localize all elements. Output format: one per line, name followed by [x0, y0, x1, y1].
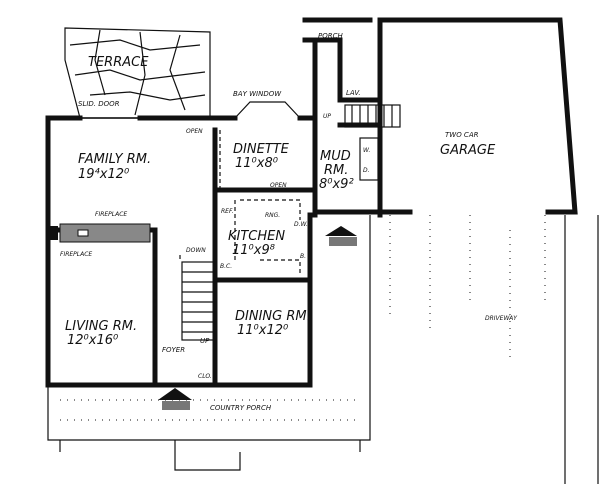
broom-closet-label: B.C. — [220, 263, 232, 270]
refrigerator-label: REF. — [221, 208, 234, 215]
living-room-size: 12⁰x16⁰ — [67, 333, 119, 348]
terrace-label: TERRACE — [88, 55, 149, 70]
foyer-label: FOYER — [162, 346, 185, 354]
mud-stairs[interactable] — [344, 104, 401, 128]
slid-door-label: SLID. DOOR — [78, 100, 120, 108]
country-porch — [47, 215, 371, 452]
kitchen-counters — [154, 130, 301, 385]
staircase[interactable] — [181, 261, 215, 341]
fireplace-label-living: FIREPLACE — [60, 251, 92, 258]
stair-up-label: UP — [200, 337, 210, 345]
range-label: RNG. — [265, 212, 280, 219]
side-entry-arrow — [325, 226, 357, 246]
mud-room-label-2: RM. — [324, 163, 348, 178]
sink-label: B. — [300, 253, 306, 260]
driveway-label: DRIVEWAY — [485, 315, 518, 322]
country-porch-label: COUNTRY PORCH — [210, 404, 272, 412]
open-label-kitchen: OPEN — [270, 182, 287, 189]
dinette-size: 11⁰x8⁰ — [235, 156, 279, 171]
mud-room-label-1: MUD — [320, 149, 351, 164]
porch-label: PORCH — [318, 32, 343, 40]
open-label-dinette: OPEN — [186, 128, 203, 135]
bay-window-label: BAY WINDOW — [233, 90, 282, 98]
driveway — [564, 215, 599, 484]
kitchen-size: 11⁰x9⁸ — [232, 243, 275, 258]
garage-label-1: TWO CAR — [445, 131, 479, 139]
chimney — [50, 226, 58, 240]
dining-room-size: 11⁰x12⁰ — [237, 323, 289, 338]
fireplace — [59, 223, 151, 243]
washer-dryer — [359, 137, 379, 181]
porch-steps — [174, 440, 241, 471]
kitchen-label: KITCHEN — [228, 229, 285, 244]
washer-label: W. — [363, 147, 370, 154]
fireplace-label-family: FIREPLACE — [95, 211, 127, 218]
dinette-label: DINETTE — [233, 142, 290, 157]
lav-label: LAV. — [346, 89, 361, 97]
family-room-label: FAMILY RM. — [78, 152, 151, 167]
mud-up-label: UP — [323, 113, 331, 120]
living-room-label: LIVING RM. — [65, 319, 137, 334]
stair-down-label: DOWN — [186, 247, 206, 254]
family-room-size: 19⁴x12⁰ — [78, 167, 130, 182]
dryer-label: D. — [363, 167, 370, 174]
dishwasher-label: D.W. — [294, 221, 308, 228]
dining-room-label: DINING RM. — [235, 309, 311, 324]
front-entry-arrow — [158, 388, 192, 410]
closet-label: CLO. — [198, 373, 212, 380]
mud-room-size: 8⁰x9² — [319, 177, 354, 192]
fireplace-hearth — [77, 229, 89, 237]
garage-label-2: GARAGE — [440, 143, 496, 158]
